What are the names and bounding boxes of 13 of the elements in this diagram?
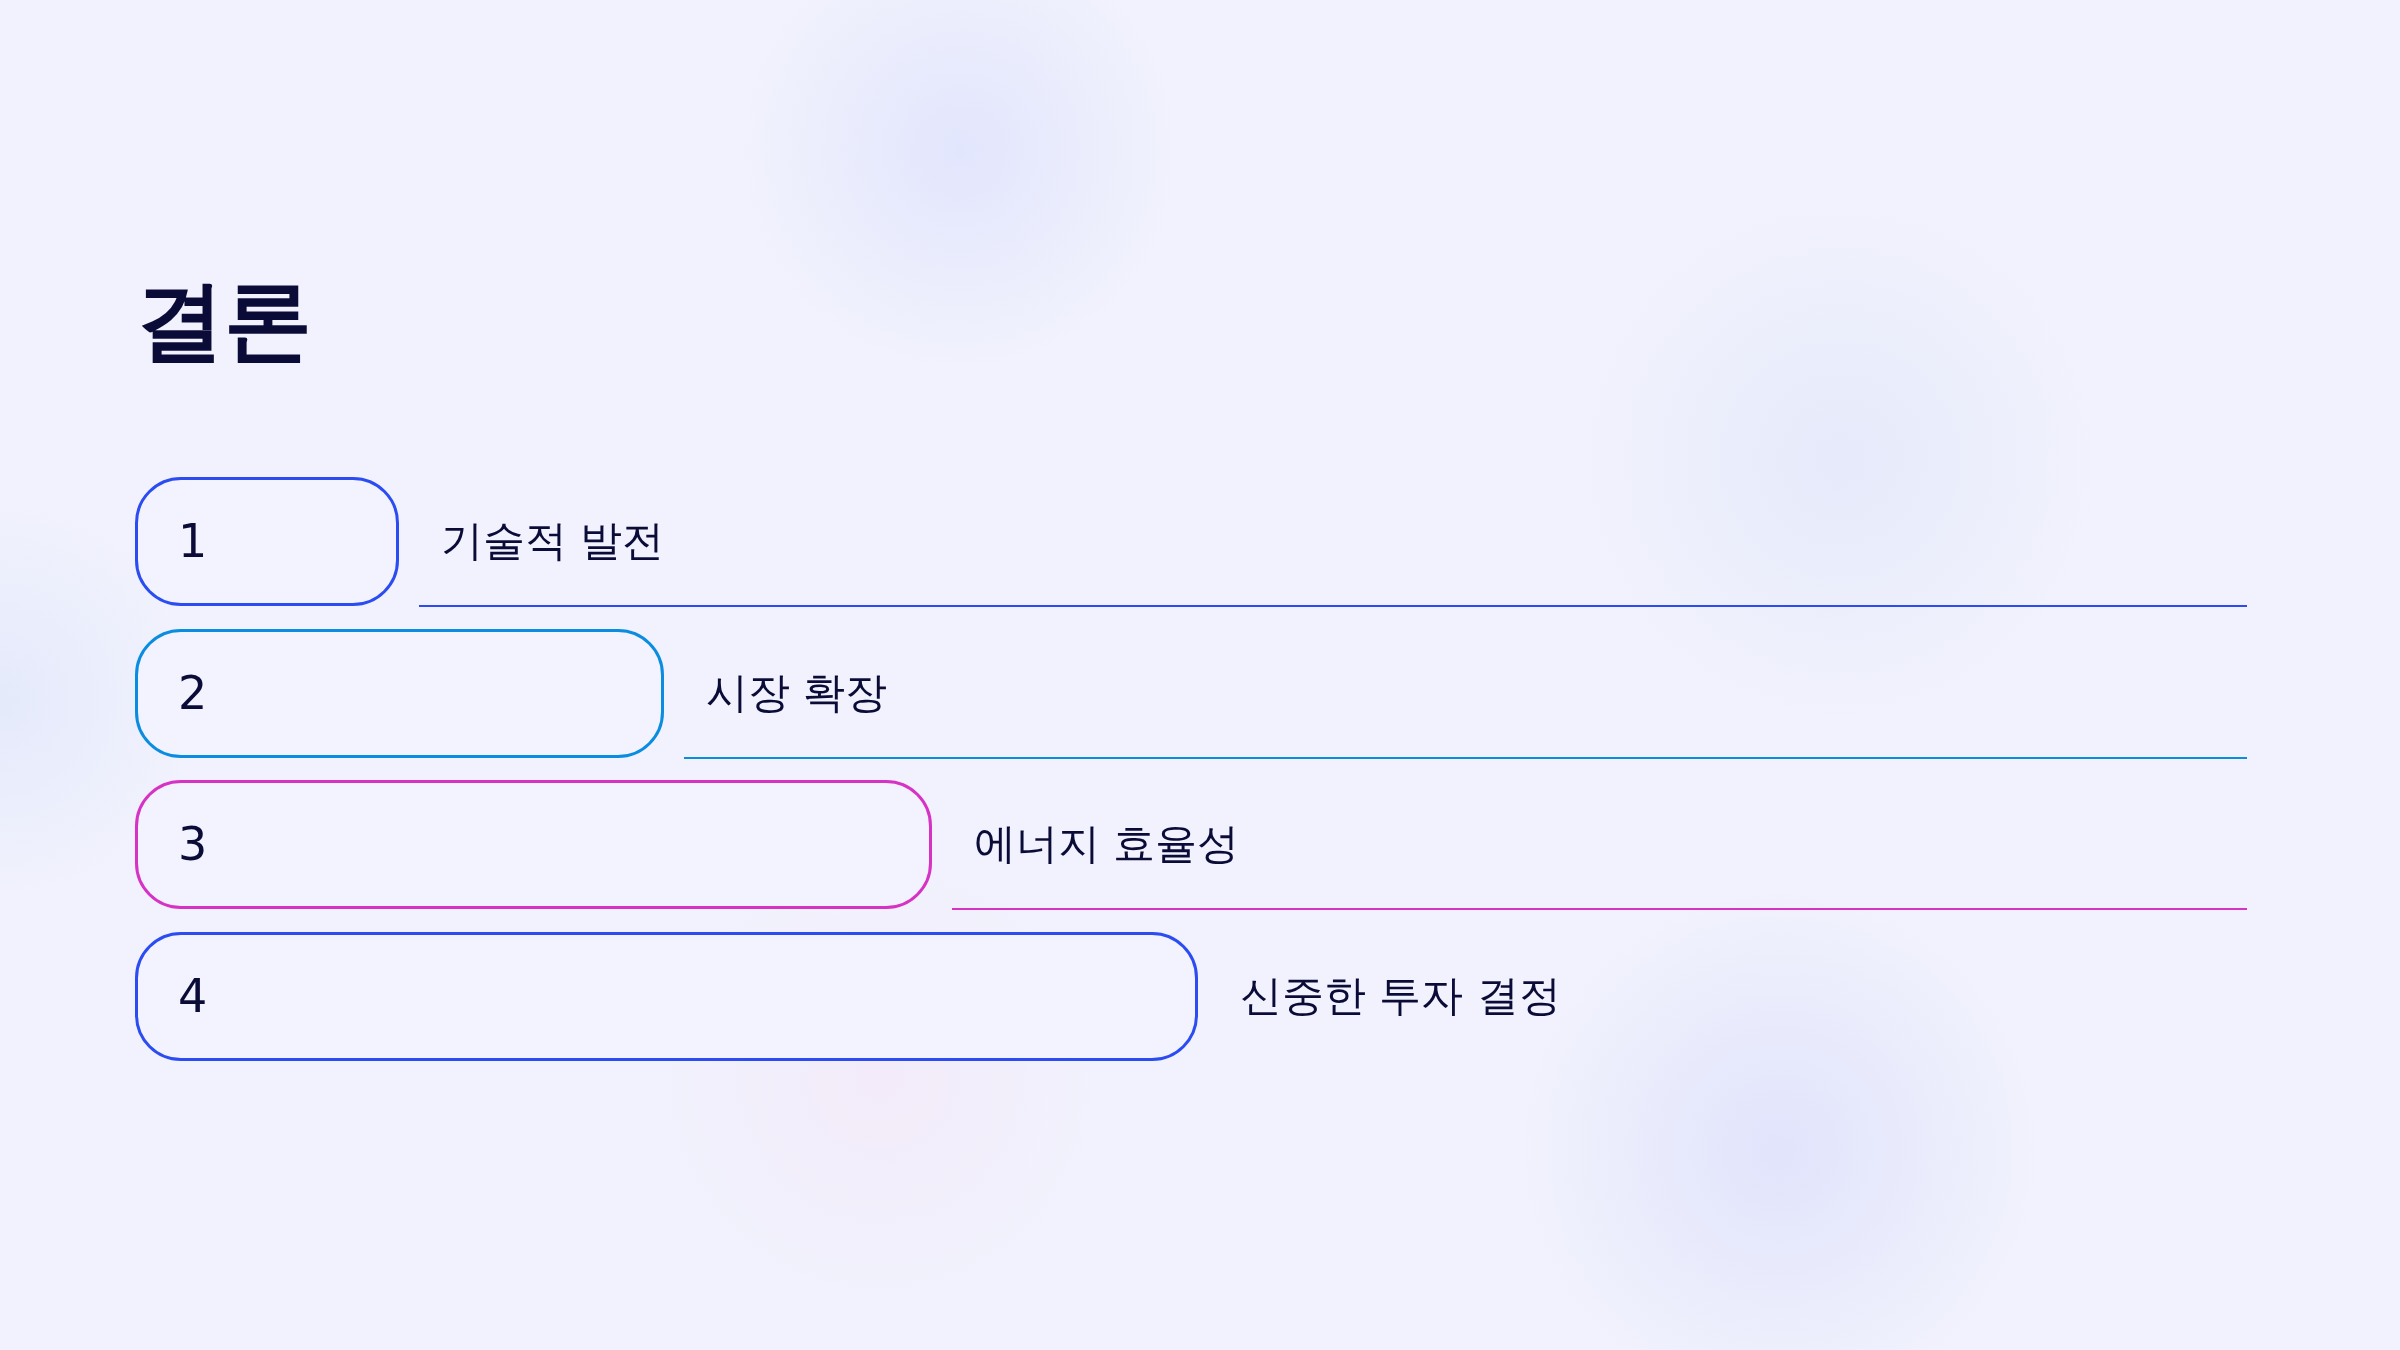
step-label: 에너지 효율성 bbox=[974, 818, 1240, 871]
slide-title: 결론 bbox=[136, 268, 312, 374]
step-label: 기술적 발전 bbox=[441, 515, 665, 568]
step-box bbox=[135, 477, 399, 606]
step-label: 신중한 투자 결정 bbox=[1240, 970, 1561, 1023]
step-box bbox=[135, 780, 932, 909]
step-box bbox=[135, 932, 1198, 1061]
step-number: 4 bbox=[178, 970, 208, 1023]
step-number: 1 bbox=[178, 515, 208, 568]
step-number: 2 bbox=[178, 667, 208, 720]
step-label: 시장 확장 bbox=[706, 667, 888, 720]
step-box bbox=[135, 629, 664, 758]
step-number: 3 bbox=[178, 818, 208, 871]
